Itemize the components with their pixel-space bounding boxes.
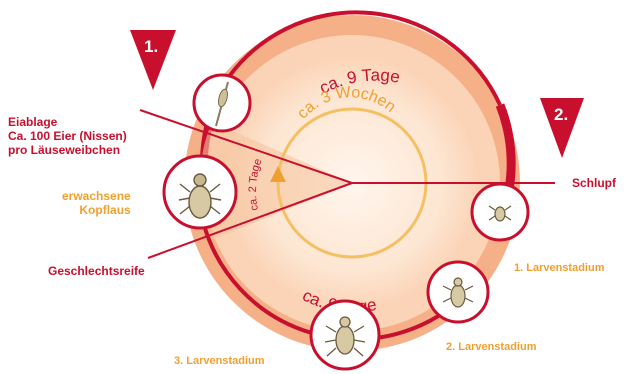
label-larve-1: 1. Larvenstadium	[514, 262, 604, 274]
stage-larva-3	[311, 301, 379, 369]
label-eiablage-line3: pro Läuseweibchen	[8, 143, 127, 157]
label-erwachsene: erwachsene Kopflaus	[62, 189, 131, 217]
label-eiablage-line2: Ca. 100 Eier (Nissen)	[8, 129, 127, 143]
stage-larva-2	[428, 262, 488, 322]
stage-hatch	[472, 184, 528, 240]
stage-adult	[164, 156, 236, 228]
label-erwachsene-line1: erwachsene	[62, 189, 131, 203]
label-larve-2: 2. Larvenstadium	[446, 341, 536, 353]
label-eiablage-line1: Eiablage	[8, 115, 127, 129]
label-eiablage: Eiablage Ca. 100 Eier (Nissen) pro Läuse…	[8, 115, 127, 157]
step-2-label: 2.	[554, 105, 568, 124]
stage-nit	[194, 75, 250, 131]
label-erwachsene-line2: Kopflaus	[62, 203, 131, 217]
label-schlupf: Schlupf	[572, 176, 616, 190]
label-larve-3: 3. Larvenstadium	[174, 355, 264, 367]
step-1-label: 1.	[144, 37, 158, 56]
label-geschlechtsreife: Geschlechtsreife	[48, 264, 145, 278]
